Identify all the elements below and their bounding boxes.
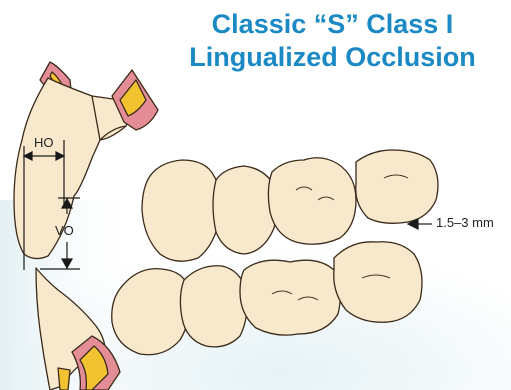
upper-premolar-1 [142,160,222,261]
upper-anterior-tooth [14,62,158,259]
lower-posterior-teeth [112,242,422,355]
lower-premolar-1 [112,269,191,355]
lower-molar-1 [240,260,340,335]
upper-molar-1 [268,158,356,245]
lower-gold-left [58,368,70,390]
vo-label: VO [55,224,74,238]
ho-label: HO [34,136,54,150]
vo-arrow-down-head [62,259,72,268]
lower-premolar-2 [180,266,247,347]
upper-premolar-2 [213,166,277,254]
lower-molar-2 [334,242,422,323]
lower-anterior-tooth [36,268,120,390]
gap-measurement-label: 1.5–3 mm [436,216,494,230]
upper-molar-2 [356,150,438,223]
